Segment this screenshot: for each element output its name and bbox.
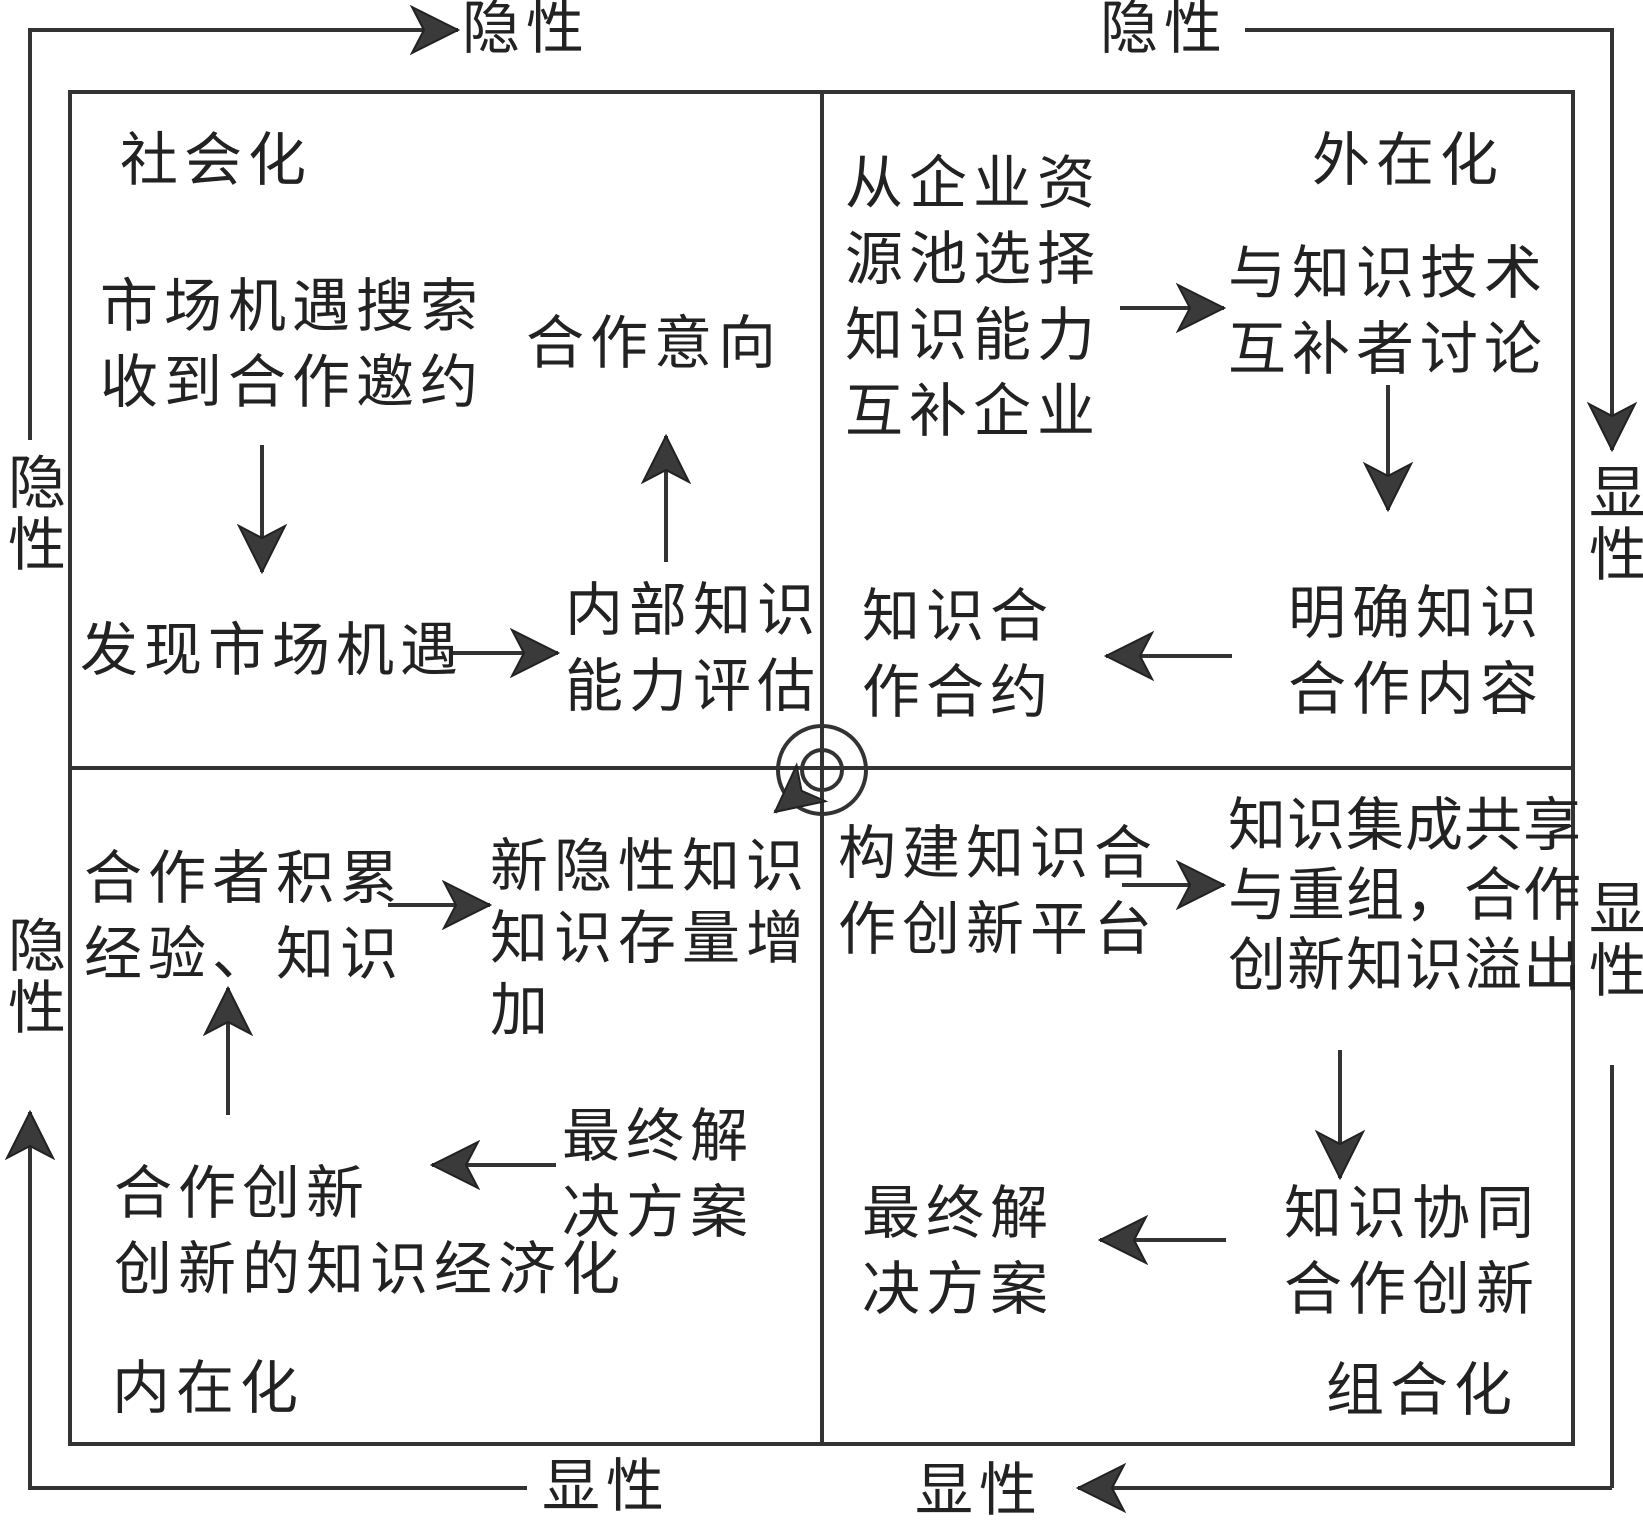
axis-label-bottom-right: 显性: [915, 1456, 1044, 1524]
node-discuss-complementors: 与知识技术 互补者讨论: [1228, 239, 1549, 383]
axis-label-top-right: 隐性: [1100, 0, 1229, 62]
node-clarify-content: 明确知识 合作内容: [1288, 579, 1545, 723]
node-cooperative-innovation: 合作创新 创新的知识经济化: [114, 1159, 627, 1303]
node-cooperation-contract: 知识合 作合约: [862, 582, 1055, 726]
axis-label-right-lower: 显性: [1579, 878, 1643, 1002]
node-accumulate-experience: 合作者积累 经验、知识: [84, 844, 405, 988]
node-discover-opportunity: 发现市场机遇: [80, 616, 465, 684]
axis-label-bottom-left: 显性: [542, 1452, 671, 1520]
center-spiral: [775, 724, 868, 816]
internalization-title: 内在化: [112, 1354, 305, 1422]
axis-label-left-lower: 隐性: [0, 915, 66, 1039]
outer-top-right-arrow: [1245, 28, 1612, 450]
node-cooperation-intent: 合作意向: [526, 309, 783, 377]
socialization-title: 社会化: [120, 126, 313, 194]
combination-title: 组合化: [1326, 1356, 1519, 1424]
node-integration-sharing: 知识集成共享 与重组，合作 创新知识溢出: [1228, 791, 1583, 999]
node-select-partners: 从企业资 源池选择 知识能力 互补企业: [845, 149, 1102, 445]
node-new-tacit-knowledge: 新隐性知识 知识存量增 加: [490, 832, 811, 1044]
axis-label-left-upper: 隐性: [0, 452, 66, 576]
axis-label-top-left: 隐性: [462, 0, 591, 62]
node-final-solution-combination: 最终解 决方案: [862, 1179, 1055, 1323]
outer-top-left-arrow: [28, 30, 458, 440]
node-final-solution-internalization: 最终解 决方案: [562, 1102, 755, 1246]
node-knowledge-synergy: 知识协同 合作创新: [1284, 1179, 1541, 1323]
outer-bottom-left-arrow: [30, 1112, 527, 1490]
node-market-search: 市场机遇搜索 收到合作邀约: [100, 272, 485, 416]
node-internal-assessment: 内部知识 能力评估: [565, 576, 822, 720]
axis-label-right-upper: 显性: [1579, 462, 1643, 586]
outer-flow-frame: [30, 30, 1612, 1488]
node-build-platform: 构建知识合 作创新平台: [838, 819, 1159, 963]
externalization-title: 外在化: [1312, 126, 1505, 194]
